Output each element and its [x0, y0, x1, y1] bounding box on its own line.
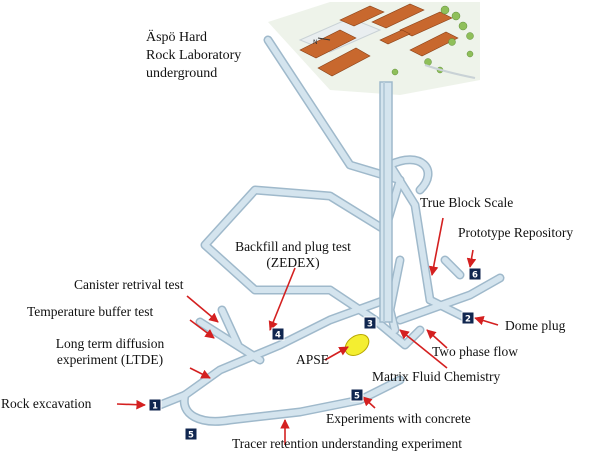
svg-text:5: 5 [188, 431, 194, 441]
site-title: Äspö Hard Rock Laboratory underground [146, 29, 241, 83]
label-tracer-retention: Tracer retention understanding experimen… [232, 436, 463, 451]
tunnel-fills [157, 37, 503, 425]
site-title-line-1: Äspö Hard [146, 30, 208, 45]
svg-text:2: 2 [465, 315, 471, 325]
label-backfill-plug-line-2: (ZEDEX) [266, 255, 320, 270]
svg-text:3: 3 [367, 320, 373, 330]
label-temperature-buffer: Temperature buffer test [27, 304, 154, 319]
label-long-term-diffusion-line-2: experiment (LTDE) [56, 352, 164, 367]
site-title-line-2: Rock Laboratory [146, 48, 242, 63]
label-rock-excavation: Rock excavation [1, 396, 92, 411]
main-shaft [379, 81, 393, 323]
label-experiments-concrete: Experiments with concrete [326, 411, 471, 426]
svg-text:5: 5 [354, 392, 360, 402]
label-backfill-plug: Backfill and plug test (ZEDEX) [228, 239, 358, 271]
label-prototype-repository: Prototype Repository [458, 225, 574, 240]
site-title-line-3: underground [146, 66, 218, 81]
label-matrix-fluid: Matrix Fluid Chemistry [372, 369, 501, 384]
apse-highlight [344, 334, 370, 356]
svg-text:1: 1 [152, 402, 158, 412]
svg-text:4: 4 [275, 331, 281, 341]
label-backfill-plug-line-1: Backfill and plug test [235, 239, 351, 254]
surface-facility: N [268, 2, 480, 95]
svg-text:N: N [313, 39, 318, 46]
label-long-term-diffusion: Long term diffusion experiment (LTDE) [50, 336, 170, 368]
marker-3: 3 [363, 316, 377, 330]
callout-arrows [116, 217, 499, 445]
marker-5-upper: 5 [350, 388, 364, 402]
marker-1: 1 [148, 398, 162, 412]
tunnel-outlines [155, 35, 505, 426]
marker-4: 4 [271, 327, 285, 341]
label-long-term-diffusion-line-1: Long term diffusion [55, 336, 165, 351]
label-dome-plug: Dome plug [505, 318, 566, 333]
numbered-markers: 1 2 3 4 5 5 6 [148, 267, 482, 441]
label-two-phase-flow: Two phase flow [432, 344, 519, 359]
svg-text:6: 6 [472, 271, 478, 281]
marker-5-lower: 5 [184, 427, 198, 441]
marker-2: 2 [461, 311, 475, 325]
label-true-block-scale: True Block Scale [420, 195, 514, 210]
label-apse: APSE [296, 352, 330, 367]
marker-6: 6 [468, 267, 482, 281]
label-canister-retrival: Canister retrival test [74, 277, 184, 292]
